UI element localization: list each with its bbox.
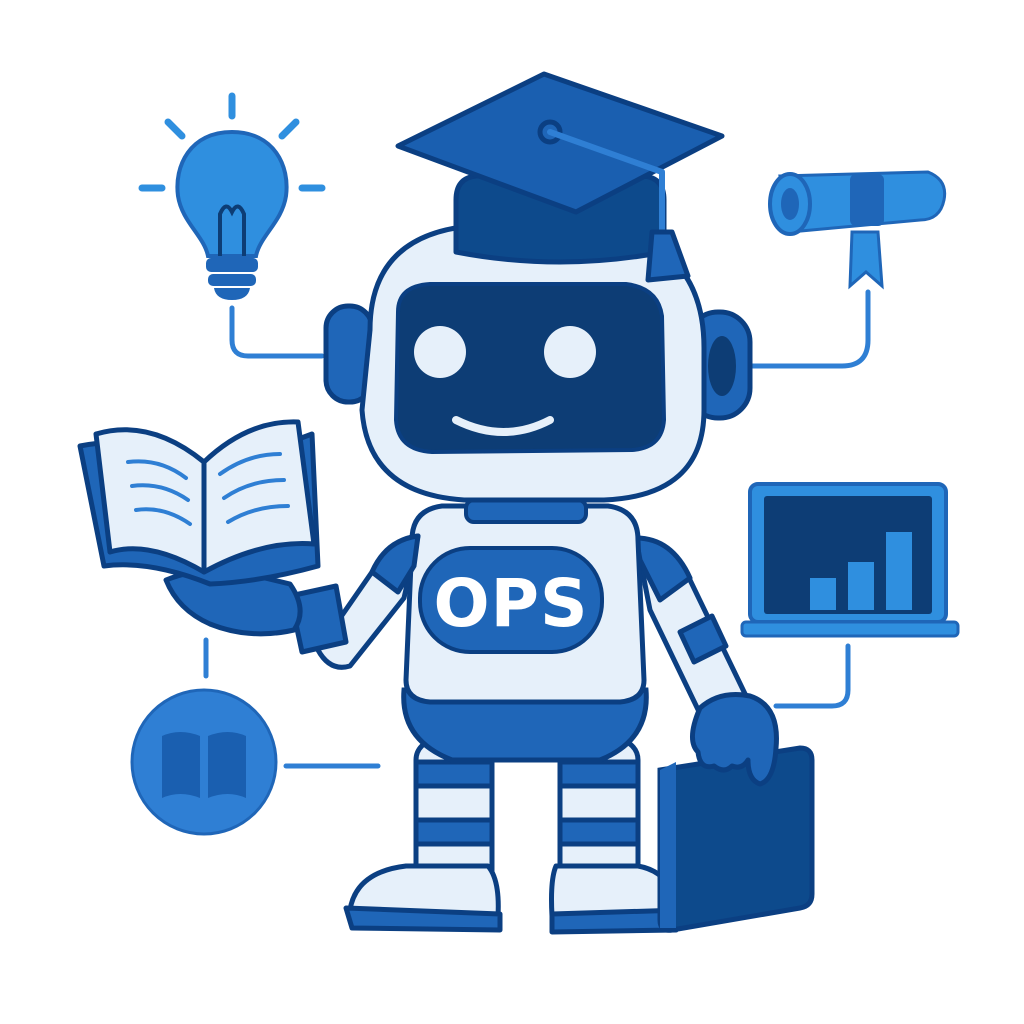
robot-pelvis [401, 687, 649, 763]
connector-diploma [749, 289, 871, 369]
open-book-icon [77, 419, 321, 587]
robot-feet [343, 863, 685, 935]
robot-legs [413, 737, 641, 893]
laptop-chart-icon [740, 482, 960, 638]
diploma-icon [768, 170, 947, 290]
connector-lightbulb [229, 305, 325, 359]
smile [452, 416, 554, 436]
graduation-cap-icon [395, 71, 725, 283]
left-eye [414, 326, 466, 378]
binder-icon [657, 745, 815, 933]
robot-right-hand [690, 692, 779, 787]
connector-lines [203, 289, 871, 769]
book-badge-icon [130, 688, 278, 836]
right-eye [544, 326, 596, 378]
robot-left-arm [287, 533, 421, 670]
robot-head [323, 223, 753, 503]
connector-laptop [773, 643, 851, 709]
robot-right-arm [633, 535, 751, 725]
lightbulb-icon [138, 92, 326, 300]
chest-label: OPS [433, 565, 588, 642]
robot-torso: OPS [403, 498, 647, 705]
